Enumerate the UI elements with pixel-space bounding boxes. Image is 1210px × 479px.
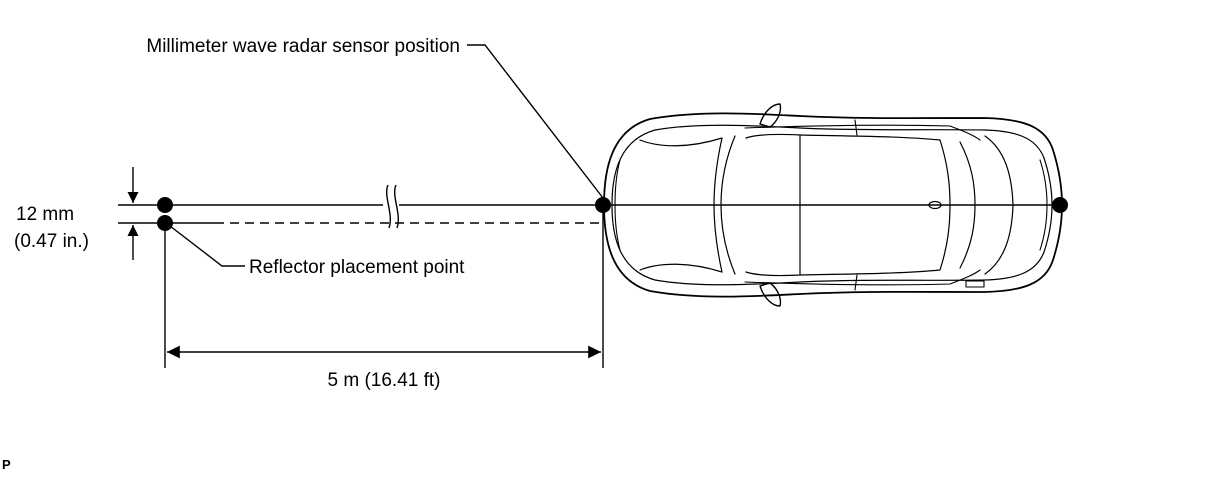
car-fuel-cap	[965, 280, 985, 288]
offset-in-label: (0.47 in.)	[14, 231, 89, 252]
car-pillar-bottom	[854, 274, 858, 291]
reflector-placement-point	[157, 215, 173, 231]
figure-code: P	[2, 457, 11, 472]
car-door-line-bottom	[744, 269, 981, 286]
reflector-upper-point	[157, 197, 173, 213]
car-rear-bumper	[1039, 159, 1048, 251]
sensor-position-label: Millimeter wave radar sensor position	[146, 36, 460, 57]
car-rear-center-point	[1052, 197, 1068, 213]
line-break-symbol	[386, 184, 399, 229]
reflector-point-label: Reflector placement point	[249, 257, 465, 278]
radar-sensor-point	[595, 197, 611, 213]
car-rear-window	[959, 141, 976, 269]
car-roof-front	[745, 133, 801, 277]
car-pillar-top	[854, 119, 858, 136]
sensor-leader-line	[467, 44, 604, 199]
car-trunk	[984, 135, 1014, 275]
car-mirror-top	[759, 103, 782, 128]
offset-mm-label: 12 mm	[16, 204, 74, 225]
car-roof-rear	[799, 134, 951, 276]
car-front-bumper	[614, 159, 621, 251]
car-windshield	[720, 135, 736, 275]
car-antenna	[928, 200, 942, 210]
car-top-view	[603, 103, 1063, 307]
car-hood	[639, 137, 723, 273]
reflector-leader-line	[169, 225, 245, 267]
distance-label: 5 m (16.41 ft)	[328, 370, 441, 391]
car-mirror-bottom	[759, 282, 782, 307]
car-door-line-top	[744, 124, 981, 141]
